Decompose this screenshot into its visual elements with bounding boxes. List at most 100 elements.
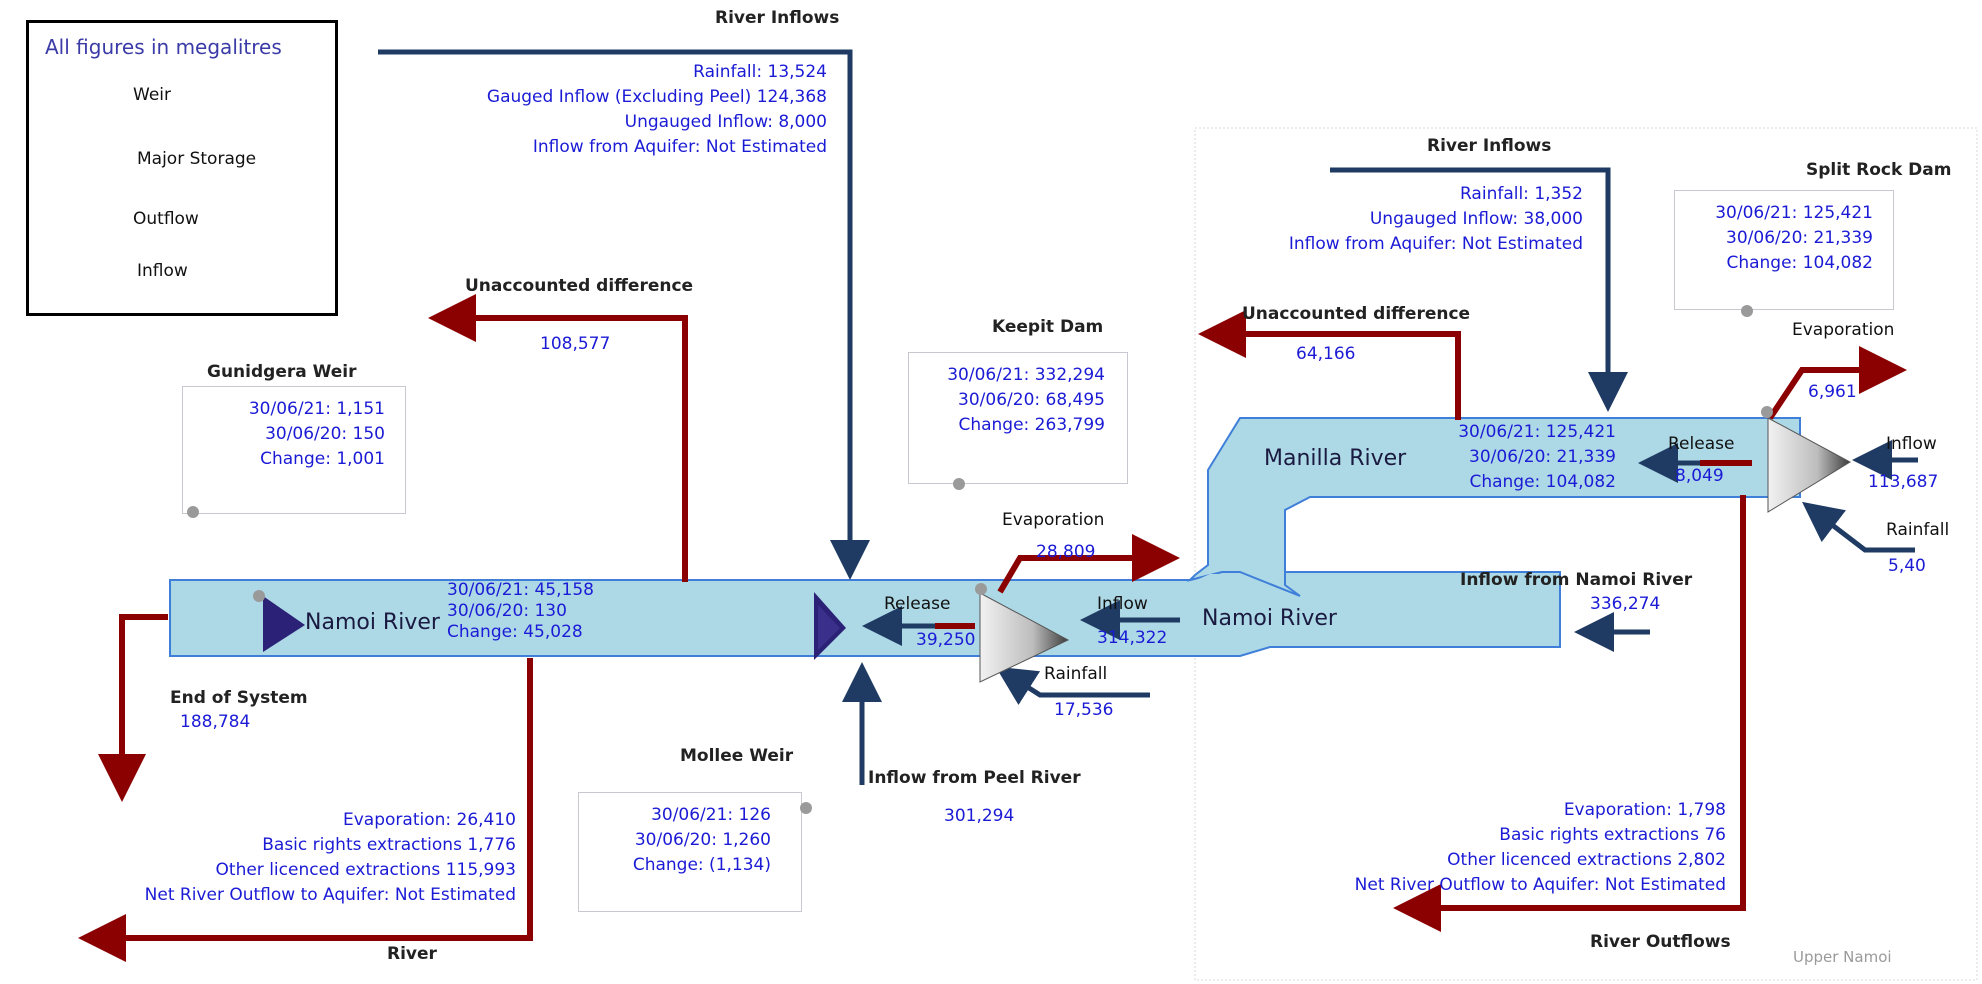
river-outflow-right-arrow bbox=[1393, 495, 1746, 932]
river-inflows-main-line: Inflow from Aquifer: Not Estimated bbox=[532, 137, 827, 157]
legend-title: All figures in megalitres bbox=[45, 35, 282, 59]
river-outflow-right-line: Other licenced extractions 2,802 bbox=[1447, 850, 1726, 870]
keepit-dam-heading: Keepit Dam bbox=[992, 317, 1104, 337]
river-inflows-upper-heading: River Inflows bbox=[1427, 136, 1552, 156]
keepit-inflow-label: Inflow bbox=[1097, 594, 1148, 614]
river-inflows-upper-arrow bbox=[1330, 167, 1628, 412]
mollee-weir-heading: Mollee Weir bbox=[680, 746, 794, 766]
keepit-inflow-value: 314,322 bbox=[1097, 628, 1168, 648]
gunidgera-line: 30/06/20: 150 bbox=[265, 424, 385, 444]
namoi-lower-line: 30/06/20: 130 bbox=[447, 601, 567, 621]
legend-weir-label: Weir bbox=[133, 85, 171, 105]
inflow-namoi-heading: Inflow from Namoi River bbox=[1460, 570, 1693, 590]
split-rock-line: 30/06/21: 125,421 bbox=[1715, 203, 1873, 223]
split-rock-marker bbox=[1741, 305, 1753, 317]
river-inflows-main-line: Ungauged Inflow: 8,000 bbox=[624, 112, 827, 132]
manilla-river-label: Manilla River bbox=[1264, 446, 1407, 471]
river-outflow-left-line: Net River Outflow to Aquifer: Not Estima… bbox=[144, 885, 516, 905]
split-rock-rainfall-arrow bbox=[1802, 501, 1915, 553]
river-outflow-right-line: Basic rights extractions 76 bbox=[1499, 825, 1726, 845]
manilla-release-label: Release bbox=[1668, 434, 1735, 454]
manilla-release-value: 8,049 bbox=[1675, 466, 1724, 486]
gunidgera-line: 30/06/21: 1,151 bbox=[248, 399, 385, 419]
river-inflows-main-line: Gauged Inflow (Excluding Peel) 124,368 bbox=[486, 87, 827, 107]
river-outflow-left-line: Other licenced extractions 115,993 bbox=[215, 860, 516, 880]
split-rock-box: 30/06/21: 125,421 30/06/20: 21,339 Chang… bbox=[1674, 190, 1894, 310]
mollee-line: 30/06/20: 1,260 bbox=[634, 830, 771, 850]
legend-inflow-label: Inflow bbox=[137, 261, 188, 281]
mollee-line: Change: (1,134) bbox=[632, 855, 771, 875]
split-rock-line: Change: 104,082 bbox=[1726, 253, 1873, 273]
upper-namoi-region bbox=[1194, 127, 1978, 981]
keepit-line: 30/06/20: 68,495 bbox=[958, 390, 1105, 410]
keepit-release-value: 39,250 bbox=[916, 630, 976, 650]
gunidgera-weir-icon bbox=[263, 596, 305, 652]
river-inflows-main-heading: River Inflows bbox=[715, 8, 840, 28]
end-of-system-value: 188,784 bbox=[180, 712, 251, 732]
namoi-upper-river-label: Namoi River bbox=[1202, 606, 1337, 631]
river-outflow-left-text: Evaporation: 26,410 Basic rights extract… bbox=[145, 808, 516, 908]
manilla-line: Change: 104,082 bbox=[1469, 472, 1616, 492]
legend-outflow-label: Outflow bbox=[133, 209, 199, 229]
keepit-line: 30/06/21: 332,294 bbox=[947, 365, 1105, 385]
split-rock-dam-icon bbox=[1767, 417, 1852, 513]
region-label: Upper Namoi bbox=[1793, 948, 1892, 966]
namoi-lower-line: Change: 45,028 bbox=[447, 622, 583, 642]
split-rock-evap-label: Evaporation bbox=[1792, 320, 1895, 340]
unaccounted-right-arrow bbox=[1198, 310, 1461, 420]
keepit-storage-marker bbox=[975, 583, 987, 595]
keepit-line: Change: 263,799 bbox=[958, 415, 1105, 435]
legend-box: All figures in megalitres Weir Major Sto… bbox=[26, 20, 338, 316]
keepit-rain-value: 17,536 bbox=[1054, 700, 1114, 720]
river-outflow-left-line: Evaporation: 26,410 bbox=[343, 810, 516, 830]
gunidgera-marker bbox=[187, 506, 199, 518]
river-inflows-main-line: Rainfall: 13,524 bbox=[693, 62, 827, 82]
manilla-storage-text: 30/06/21: 125,421 30/06/20: 21,339 Chang… bbox=[1458, 420, 1616, 495]
split-rock-evap-value: 6,961 bbox=[1808, 382, 1857, 402]
river-outflow-left-line: Basic rights extractions 1,776 bbox=[262, 835, 516, 855]
river-inflows-main-text: Rainfall: 13,524 Gauged Inflow (Excludin… bbox=[487, 60, 827, 160]
gunidgera-weir-box: 30/06/21: 1,151 30/06/20: 150 Change: 1,… bbox=[182, 386, 406, 514]
keepit-release-label: Release bbox=[884, 594, 951, 614]
unaccounted-left-heading: Unaccounted difference bbox=[465, 276, 694, 296]
keepit-evap-value: 28,809 bbox=[1036, 542, 1096, 562]
unaccounted-left-arrow bbox=[428, 294, 688, 582]
river-outflow-right-heading: River Outflows bbox=[1590, 932, 1731, 952]
split-rock-rain-value: 5,40 bbox=[1888, 556, 1926, 576]
manilla-line: 30/06/21: 125,421 bbox=[1458, 422, 1616, 442]
namoi-lower-storage-text: 30/06/21: 45,158 30/06/20: 130 Change: 4… bbox=[447, 580, 594, 643]
keepit-evaporation-arrow bbox=[997, 534, 1180, 594]
peel-inflow-heading: Inflow from Peel River bbox=[868, 768, 1081, 788]
mollee-weir-box: 30/06/21: 126 30/06/20: 1,260 Change: (1… bbox=[578, 792, 802, 912]
namoi-lower-river-label: Namoi River bbox=[305, 610, 440, 635]
river-outflow-left-heading: River bbox=[387, 944, 437, 964]
river-outflow-right-text: Evaporation: 1,798 Basic rights extracti… bbox=[1355, 798, 1726, 898]
river-inflows-upper-line: Rainfall: 1,352 bbox=[1459, 184, 1583, 204]
unaccounted-left-value: 108,577 bbox=[540, 334, 611, 354]
legend-storage-label: Major Storage bbox=[137, 149, 257, 169]
keepit-rainfall-arrow bbox=[995, 666, 1150, 706]
keepit-evap-label: Evaporation bbox=[1002, 510, 1105, 530]
peel-inflow-value: 301,294 bbox=[944, 806, 1015, 826]
gunidgera-line: Change: 1,001 bbox=[260, 449, 385, 469]
inflow-namoi-value: 336,274 bbox=[1590, 594, 1661, 614]
keepit-marker bbox=[953, 478, 965, 490]
keepit-dam-icon bbox=[979, 592, 1070, 683]
river-inflows-upper-text: Rainfall: 1,352 Ungauged Inflow: 38,000 … bbox=[1289, 182, 1583, 257]
unaccounted-right-value: 64,166 bbox=[1296, 344, 1356, 364]
mollee-marker bbox=[800, 802, 812, 814]
keepit-dam-box: 30/06/21: 332,294 30/06/20: 68,495 Chang… bbox=[908, 352, 1128, 484]
split-rock-line: 30/06/20: 21,339 bbox=[1726, 228, 1873, 248]
end-of-system-arrow bbox=[98, 614, 168, 802]
split-rock-inflow-label: Inflow bbox=[1886, 434, 1937, 454]
river-inflows-upper-line: Inflow from Aquifer: Not Estimated bbox=[1288, 234, 1583, 254]
split-rock-rain-label: Rainfall bbox=[1886, 520, 1950, 540]
gunidgera-weir-heading: Gunidgera Weir bbox=[207, 362, 357, 382]
namoi-lower-marker bbox=[253, 590, 265, 602]
manilla-line: 30/06/20: 21,339 bbox=[1469, 447, 1616, 467]
split-rock-heading: Split Rock Dam bbox=[1806, 160, 1952, 180]
split-rock-storage-marker bbox=[1761, 406, 1773, 418]
river-inflows-main-arrow bbox=[378, 49, 870, 580]
end-of-system-heading: End of System bbox=[170, 688, 308, 708]
